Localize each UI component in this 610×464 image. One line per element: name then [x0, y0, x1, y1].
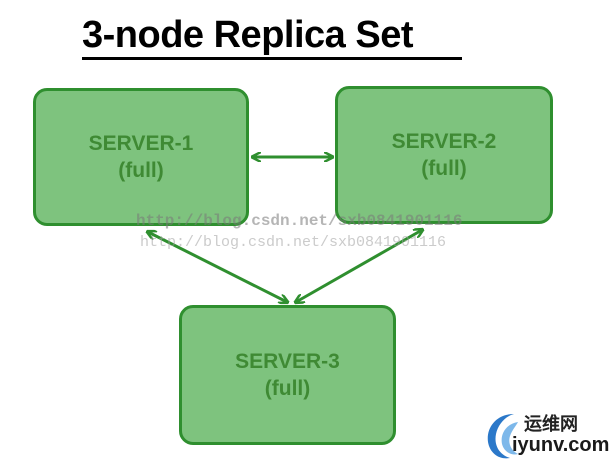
node-server-2-name: SERVER-2 [391, 130, 497, 153]
arrow-server1-server3 [148, 232, 287, 302]
watermark-light: http://blog.csdn.net/sxb0841901116 [140, 234, 447, 251]
site-logo: 运维网 iyunv.com [484, 408, 610, 462]
node-server-1: SERVER-1 (full) [33, 88, 249, 226]
node-server-2: SERVER-2 (full) [335, 86, 553, 224]
logo-swirl-icon [487, 414, 518, 459]
node-server-2-role: (full) [421, 157, 467, 180]
node-server-1-role: (full) [118, 159, 164, 182]
node-server-3-role: (full) [264, 377, 311, 400]
node-server-1-name: SERVER-1 [88, 132, 194, 155]
node-server-3: SERVER-3 (full) [179, 305, 396, 445]
logo-text-url: iyunv.com [512, 434, 610, 456]
title-underline [82, 57, 462, 60]
arrow-server2-server3 [296, 230, 422, 302]
diagram-title: 3-node Replica Set [82, 14, 413, 56]
logo-text-chinese: 运维网 [524, 414, 578, 435]
node-server-3-name: SERVER-3 [235, 350, 340, 373]
watermark-bold: http://blog.csdn.net/sxb0841901116 [136, 212, 463, 230]
